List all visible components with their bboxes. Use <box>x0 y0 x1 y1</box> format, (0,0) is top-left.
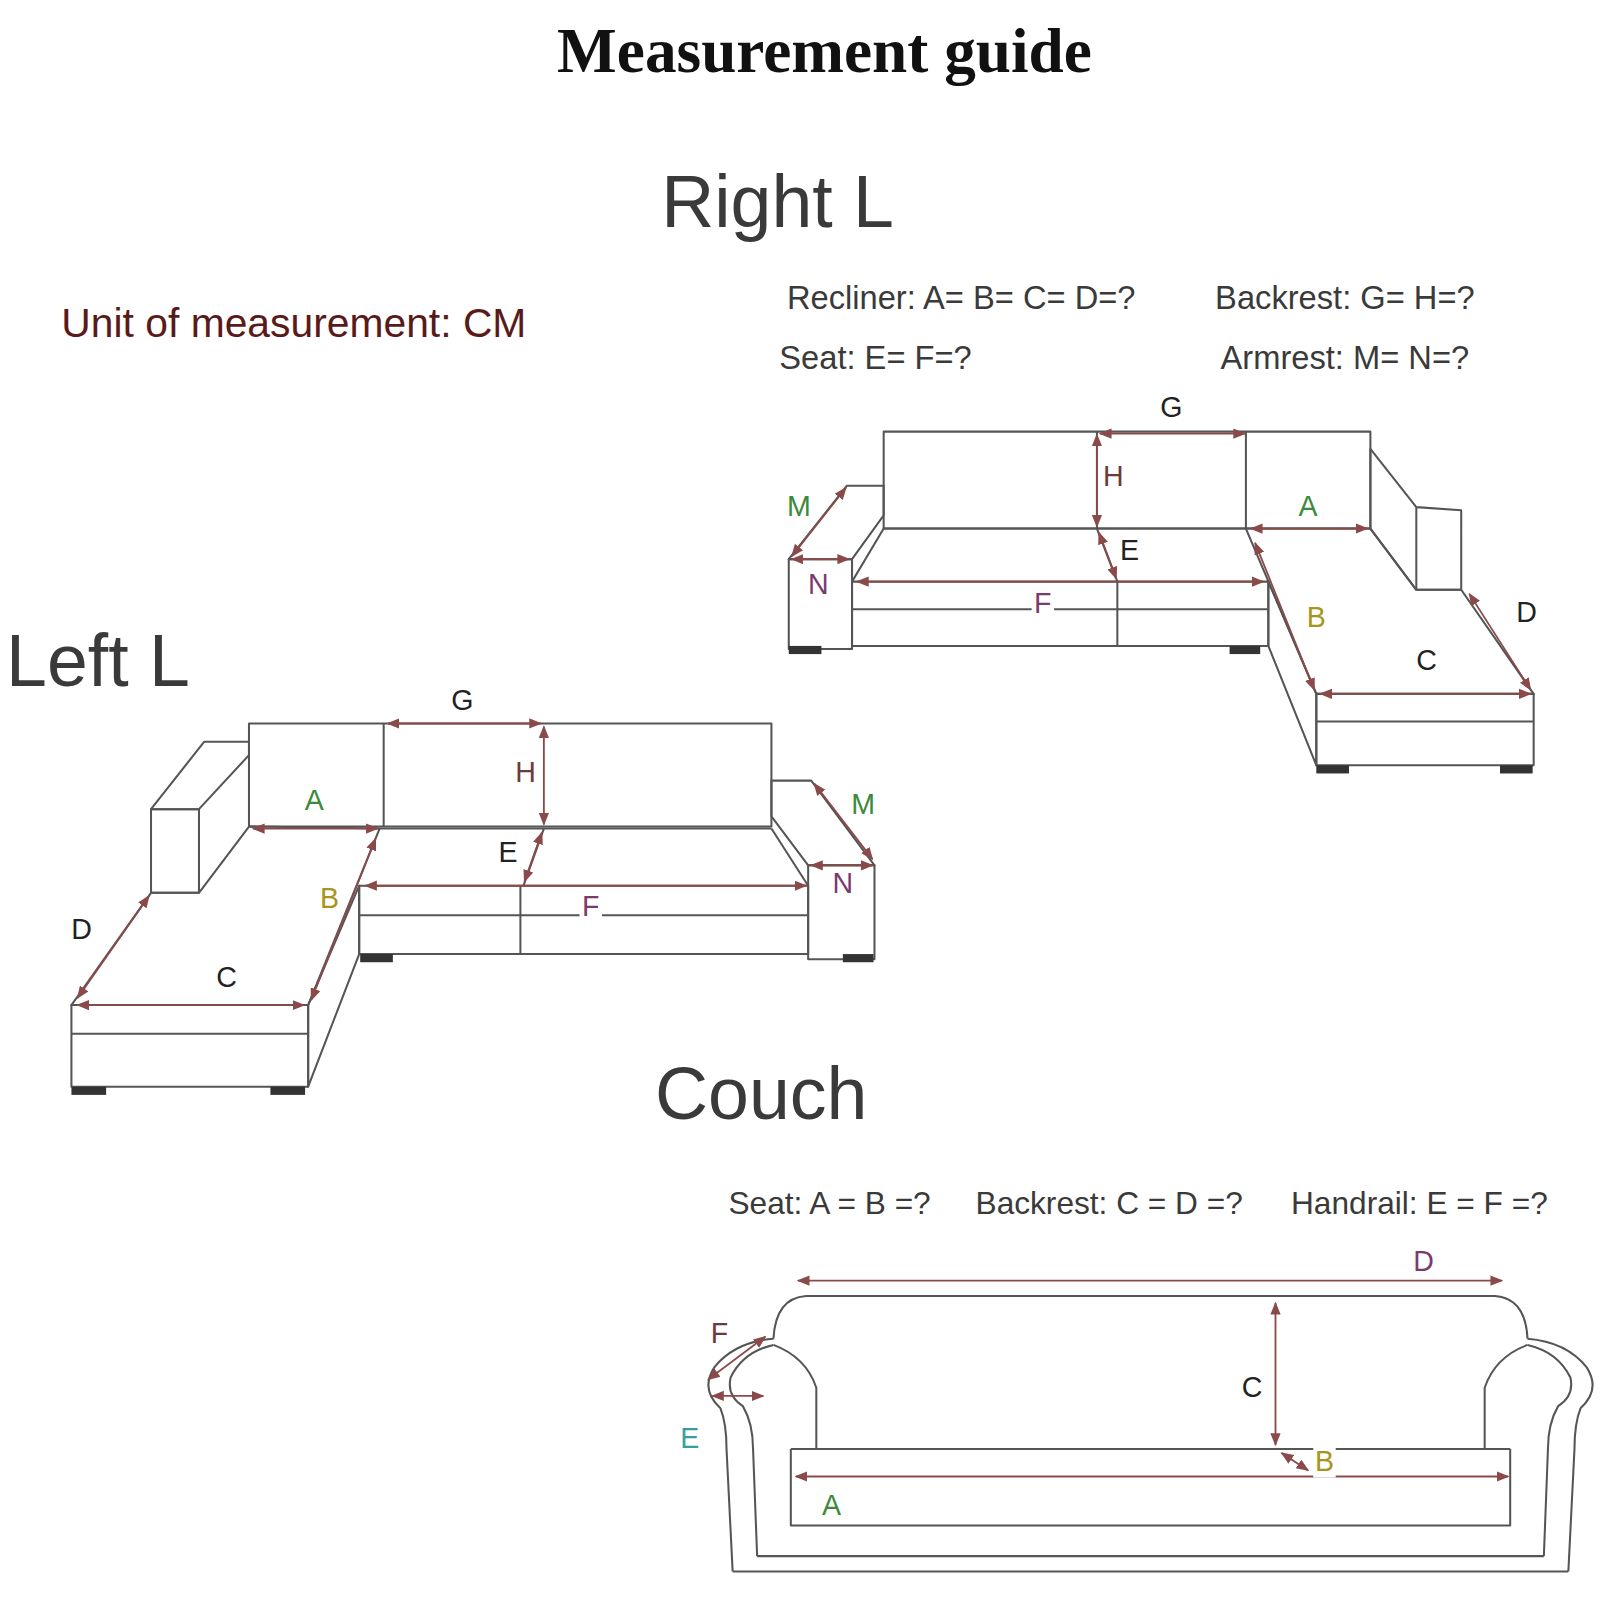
couch <box>708 1281 1592 1572</box>
spec-line: Handrail: E = F =? <box>1291 1187 1548 1222</box>
dimension-letter: F <box>1032 588 1054 619</box>
dimension-letter: B <box>318 883 341 914</box>
dimension-letter: A <box>303 785 326 816</box>
spec-line: Seat: A = B =? <box>728 1187 930 1222</box>
unit-note: Unit of measurement: CM <box>61 300 526 345</box>
dimension-letter: F <box>580 891 602 922</box>
dimension-letter: B <box>1313 1447 1336 1478</box>
left-l-sofa <box>71 723 874 1094</box>
spec-line: Armrest: M= N=? <box>1221 341 1470 377</box>
dimension-letter: A <box>1297 491 1320 522</box>
spec-line: Backrest: C = D =? <box>976 1187 1243 1222</box>
dimension-letter: C <box>1240 1372 1265 1403</box>
dimension-letter: N <box>806 569 831 600</box>
dimension-letter: C <box>1414 645 1439 676</box>
dimension-letter: G <box>1158 392 1184 423</box>
dimension-letter: E <box>497 837 520 868</box>
spec-line: Backrest: G= H=? <box>1215 281 1475 317</box>
heading: Left L <box>6 621 190 702</box>
dimension-letter: D <box>69 914 94 945</box>
dimension-letter: B <box>1305 602 1328 633</box>
heading: Right L <box>661 162 894 243</box>
dimension-letter: G <box>449 685 475 716</box>
dimension-letter: E <box>678 1423 701 1454</box>
page-title: Measurement guide <box>557 16 1092 86</box>
dimension-letter: M <box>849 789 877 820</box>
dimension-letter: D <box>1411 1247 1436 1278</box>
dimension-letter: A <box>820 1490 843 1521</box>
heading: Couch <box>655 1054 867 1135</box>
dimension-letter: C <box>214 962 239 993</box>
dimension-letter: M <box>785 491 813 522</box>
dimension-letter: D <box>1514 598 1539 629</box>
spec-line: Seat: E= F=? <box>779 341 971 377</box>
spec-line: Recliner: A= B= C= D=? <box>787 281 1135 317</box>
right-l-sofa <box>789 432 1534 774</box>
dimension-letter: F <box>709 1318 731 1349</box>
dimension-letter: H <box>1101 461 1126 492</box>
dimension-letter: E <box>1118 535 1141 566</box>
dimension-letter: H <box>513 757 538 788</box>
dimension-letter: N <box>830 868 855 899</box>
